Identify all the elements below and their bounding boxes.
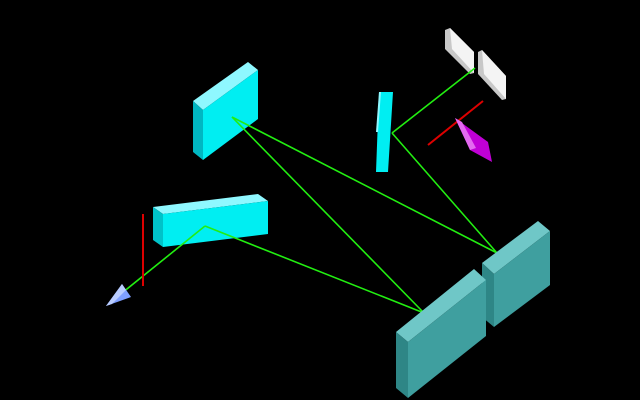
exit-marker bbox=[427, 100, 484, 146]
beam-grating-to-upper-mirror bbox=[231, 116, 425, 314]
exit-slit-right bbox=[478, 50, 506, 100]
filter-wedge bbox=[455, 118, 492, 162]
collimating-mirror bbox=[153, 194, 268, 247]
grating-left bbox=[396, 269, 486, 398]
beam-path bbox=[121, 67, 498, 314]
beam-source-to-collimator bbox=[121, 225, 206, 294]
beam-grating2-to-fold bbox=[391, 132, 498, 254]
exit-slit-left bbox=[445, 28, 474, 74]
beam-collimator-to-grating bbox=[204, 225, 425, 314]
beam-fold-to-slit bbox=[391, 67, 476, 134]
fold-mirror bbox=[376, 92, 393, 172]
upper-mirror bbox=[193, 62, 258, 160]
light-source bbox=[106, 284, 131, 306]
beam-upper-mirror-to-grating2 bbox=[231, 116, 498, 254]
